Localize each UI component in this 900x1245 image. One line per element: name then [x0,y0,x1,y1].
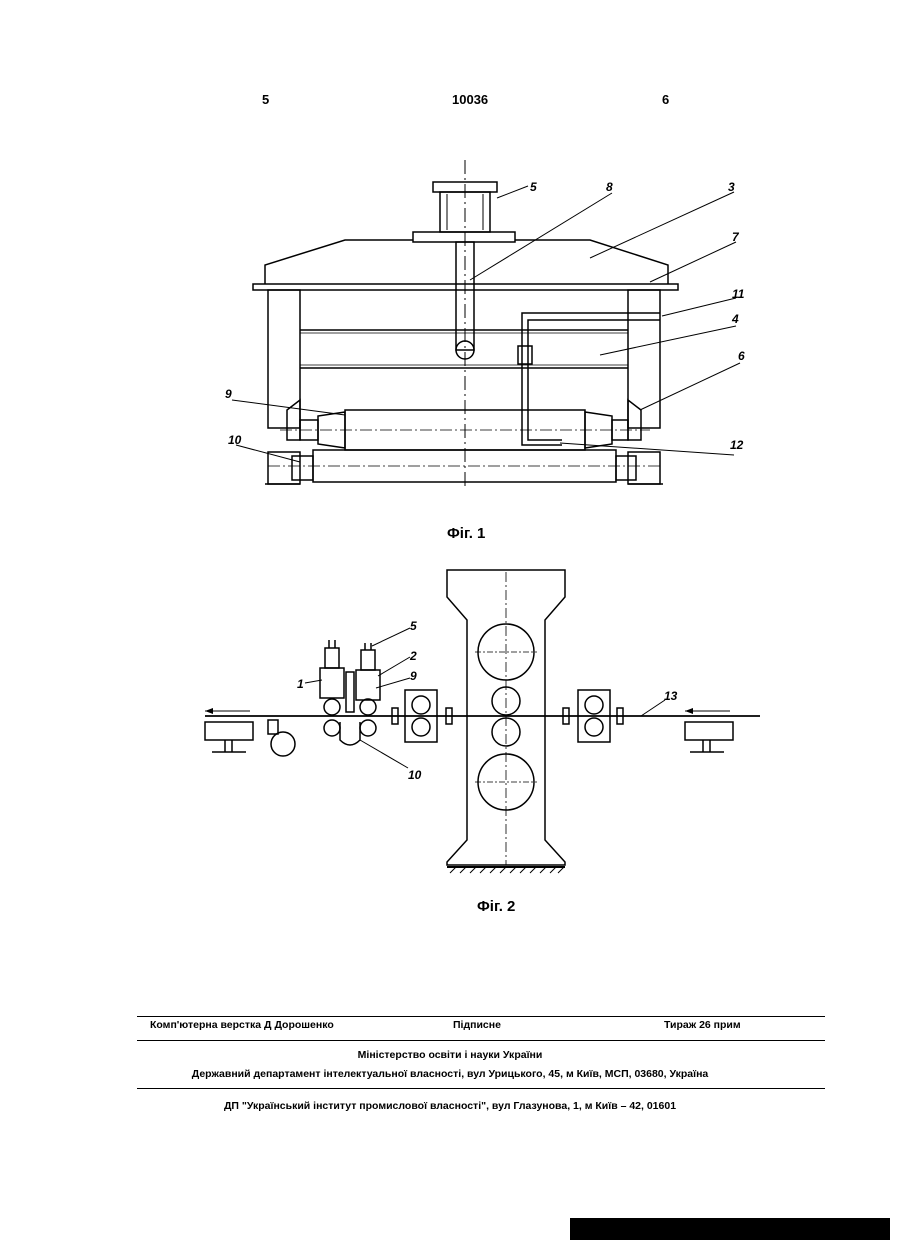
footer-department: Державний департамент інтелектуальної вл… [0,1068,900,1080]
figure-1-caption: Фіг. 1 [447,525,485,542]
fig1-label-5: 5 [530,180,537,194]
fig2-label-2: 2 [409,649,417,663]
fig1-label-7: 7 [732,230,740,244]
footer-rule-top [137,1016,825,1017]
frame-right [628,290,660,428]
fig2-label-13: 13 [664,689,678,703]
fig1-label-12: 12 [730,438,744,452]
footer-rule-bottom [137,1088,825,1089]
figure-1-labels: 5 8 3 7 11 4 6 9 10 12 [225,180,745,452]
footer-ministry: Міністерство освіти і науки України [0,1049,900,1061]
fig2-label-5: 5 [410,619,417,633]
footer-rule-middle [137,1040,825,1041]
footer-composer: Комп'ютерна верстка Д Дорошенко [150,1019,334,1031]
figure-2-drawing [205,570,760,873]
footer-institute: ДП "Український інститут промислової вла… [0,1100,900,1112]
fig1-label-3: 3 [728,180,735,194]
fig2-label-10: 10 [408,768,422,782]
actuator-base-plate [413,232,515,242]
fig1-label-8: 8 [606,180,613,194]
figure-1-drawing [232,160,740,490]
fig2-label-9: 9 [410,669,417,683]
fig2-label-1: 1 [297,677,304,691]
figure-2-caption: Фіг. 2 [477,898,515,915]
footer-signed: Підписне [453,1019,501,1031]
fig1-label-4: 4 [731,312,739,326]
fig1-label-10: 10 [228,433,242,447]
fig1-label-9: 9 [225,387,232,401]
fig1-label-6: 6 [738,349,745,363]
footer-print-run: Тираж 26 прим [664,1019,741,1031]
fig1-label-11: 11 [732,287,745,301]
redaction-bar [570,1218,890,1240]
